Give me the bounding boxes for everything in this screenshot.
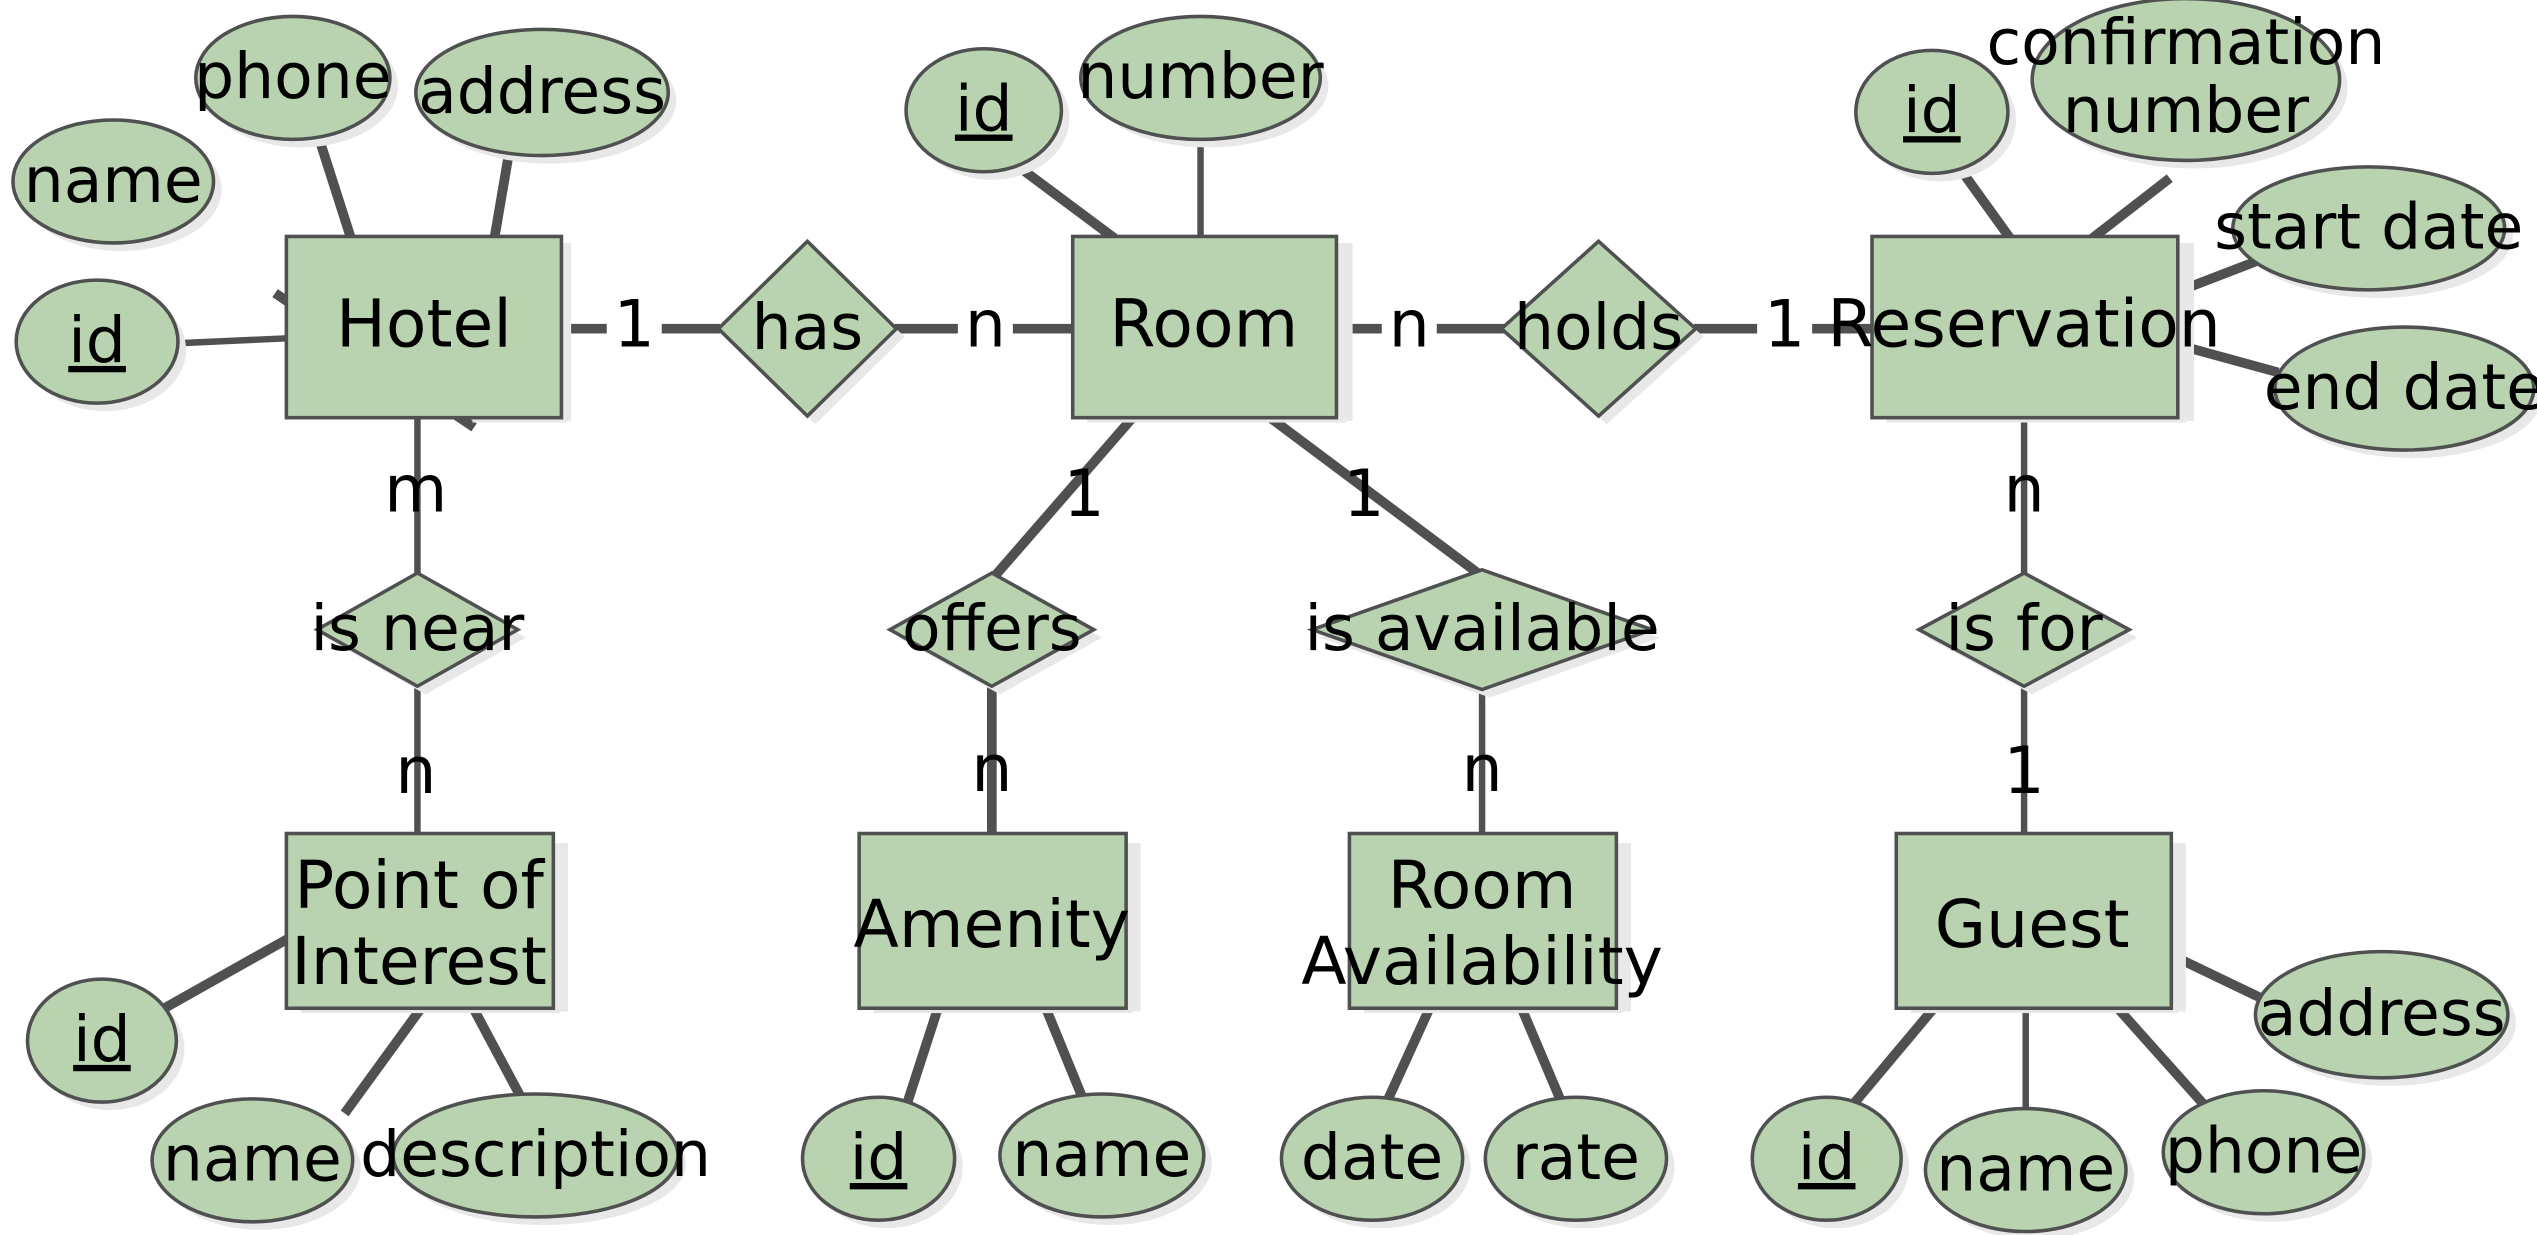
attribute-guest-address[interactable]: address [2253, 949, 2516, 1086]
relationship-label: is for [1945, 591, 2102, 665]
attribute-label: rate [1512, 1120, 1640, 1194]
attribute-label: number [1077, 39, 1323, 113]
attribute-label: start date [2214, 190, 2523, 264]
attribute-poi-name[interactable]: name [150, 1097, 361, 1230]
link-poi-name [340, 1003, 427, 1117]
cardinality-room-offers: 1 [1063, 457, 1104, 532]
attribute-room-id[interactable]: id [904, 46, 1070, 180]
cardinality-reservation-isfor: n [2004, 452, 2045, 527]
attribute-poi-description[interactable]: description [360, 1092, 711, 1226]
attribute-reservation-end-date[interactable]: end date [2264, 325, 2537, 459]
entity-label: Room [1109, 285, 1298, 363]
link-res-conf [2087, 174, 2173, 244]
attribute-label-line1: confirmation [1986, 5, 2385, 79]
cardinality-isfor-guest: 1 [2004, 734, 2045, 809]
attribute-label: id [850, 1120, 908, 1194]
attribute-label: id [1798, 1120, 1856, 1194]
attribute-label: end date [2264, 350, 2537, 424]
cardinality-isavailable-roomavailability: n [1462, 732, 1503, 807]
link-guest-id [1839, 1003, 1939, 1120]
link-poi-id [156, 934, 291, 1016]
cardinality-isnear-poi: n [395, 734, 436, 809]
attribute-roomavailability-date[interactable]: date [1279, 1095, 1471, 1229]
attribute-label: id [73, 1002, 131, 1076]
attribute-hotel-id[interactable]: id [14, 278, 187, 412]
link-room-offers [988, 414, 1137, 583]
entity-room-availability[interactable]: Room Availability [1301, 831, 1663, 1014]
relationship-is-near[interactable]: is near [311, 570, 526, 695]
relationship-label: offers [902, 591, 1082, 665]
attribute-label: id [1903, 73, 1961, 147]
entity-label-line1: Point of [294, 846, 545, 924]
cardinality-hotel-has: 1 [614, 287, 655, 362]
attribute-label-line2: number [2063, 73, 2309, 147]
attribute-reservation-confirmation-number[interactable]: confirmation number [1986, 0, 2385, 169]
cardinality-layer: 1 n n 1 m n 1 n 1 n n 1 [384, 287, 2044, 809]
link-guest-phone [2112, 1003, 2216, 1117]
link-ra-rate [1516, 1004, 1571, 1116]
attribute-guest-id[interactable]: id [1750, 1095, 1910, 1229]
relationship-holds[interactable]: holds [1498, 238, 1704, 425]
entity-label: Hotel [336, 285, 512, 363]
relationship-label: is available [1304, 591, 1659, 665]
cardinality-has-room: n [965, 287, 1006, 362]
relationship-label: has [752, 290, 864, 364]
attribute-amenity-name[interactable]: name [998, 1092, 1212, 1226]
entity-label: Guest [1935, 885, 2130, 963]
attribute-label: address [418, 54, 666, 128]
attribute-label: name [1936, 1131, 2115, 1205]
relationship-has[interactable]: has [715, 238, 905, 425]
attribute-guest-name[interactable]: name [1923, 1106, 2135, 1235]
cardinality-offers-amenity: n [971, 732, 1012, 807]
link-room-id [1011, 159, 1120, 244]
attribute-guest-phone[interactable]: phone [2161, 1088, 2372, 1222]
relationship-offers[interactable]: offers [886, 570, 1102, 695]
link-guest-address [2175, 953, 2265, 1003]
attribute-room-number[interactable]: number [1077, 14, 1329, 148]
entity-label-line1: Room [1388, 846, 1577, 924]
entity-label: Amenity [854, 885, 1131, 963]
relationship-label: holds [1514, 290, 1683, 364]
attribute-hotel-address[interactable]: address [414, 27, 677, 164]
relationship-is-available[interactable]: is available [1304, 567, 1661, 698]
attribute-label: phone [2165, 1114, 2362, 1188]
attribute-label: phone [194, 39, 391, 113]
entity-amenity[interactable]: Amenity [854, 831, 1141, 1014]
entity-point-of-interest[interactable]: Point of Interest [284, 831, 568, 1014]
link-poi-desc [468, 1004, 527, 1103]
entity-label-line2: Availability [1301, 922, 1663, 1000]
entity-hotel[interactable]: Hotel [284, 234, 572, 423]
attribute-hotel-name[interactable]: name [11, 118, 222, 252]
attribute-label: address [2258, 976, 2506, 1050]
attribute-label: description [360, 1117, 711, 1191]
attribute-roomavailability-rate[interactable]: rate [1483, 1095, 1675, 1229]
entity-label-line2: Interest [291, 922, 547, 1000]
attribute-label: date [1301, 1120, 1443, 1194]
entity-room[interactable]: Room [1070, 234, 1353, 423]
entity-guest[interactable]: Guest [1894, 831, 2186, 1014]
entity-reservation[interactable]: Reservation [1827, 234, 2221, 423]
cardinality-room-isavailable: 1 [1343, 457, 1384, 532]
attribute-label: name [163, 1122, 342, 1196]
entity-label: Reservation [1827, 285, 2221, 363]
link-amenity-id [898, 1005, 944, 1119]
attribute-label: name [1012, 1117, 1191, 1191]
attribute-label: id [955, 72, 1013, 146]
relationship-label: is near [311, 591, 525, 665]
attribute-hotel-phone[interactable]: phone [193, 14, 399, 148]
attribute-amenity-id[interactable]: id [800, 1095, 963, 1229]
attribute-poi-id[interactable]: id [25, 977, 185, 1111]
cardinality-holds-reservation: 1 [1764, 287, 1805, 362]
relationship-is-for[interactable]: is for [1915, 570, 2138, 695]
link-room-isavailable [1267, 413, 1485, 581]
cardinality-room-holds: n [1389, 287, 1430, 362]
link-res-end [2176, 340, 2280, 378]
cardinality-hotel-isnear: m [384, 452, 447, 527]
attribute-label: name [24, 143, 203, 217]
attribute-reservation-start-date[interactable]: start date [2214, 165, 2523, 298]
attribute-reservation-id[interactable]: id [1854, 48, 2017, 182]
connector-layer [156, 129, 2280, 1125]
attribute-label: id [68, 303, 126, 377]
